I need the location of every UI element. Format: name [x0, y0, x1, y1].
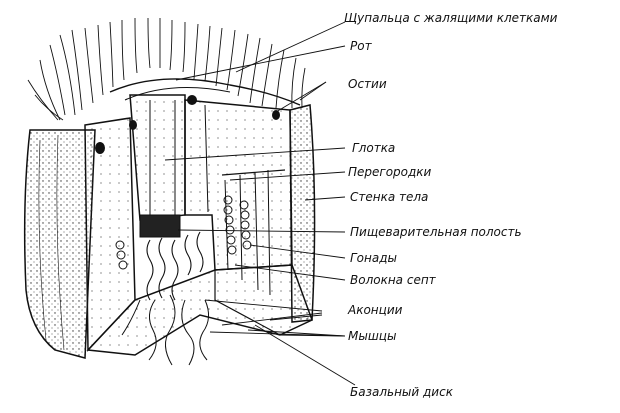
label-septal-filaments: Волокна септ [350, 273, 437, 287]
leader-lines [164, 21, 356, 386]
septal-filaments [146, 231, 204, 301]
gonads [115, 195, 252, 270]
oral-disc [109, 78, 301, 106]
label-mouth: Рот [350, 39, 373, 53]
acontia [121, 294, 209, 366]
pharynx-block [129, 94, 186, 221]
tentacles [27, 17, 306, 121]
body-column-left [23, 129, 96, 359]
label-muscles: Мышцы [348, 329, 396, 343]
label-ostia: Остии [348, 77, 387, 91]
label-gonads: Гонады [350, 251, 397, 265]
label-acontia: Аконции [347, 303, 403, 317]
label-tentacles: Щупальца с жалящими клетками [344, 11, 558, 25]
label-body-wall: Стенка тела [350, 190, 428, 204]
labels: Щупальца с жалящими клетками Рот Остии Г… [344, 11, 558, 399]
label-septa: Перегородки [348, 165, 432, 179]
label-pharynx: Глотка [352, 141, 395, 155]
ostia [95, 95, 280, 154]
label-gastric-cavity: Пищеварительная полость [350, 225, 522, 239]
body-wall-front-right [184, 99, 293, 271]
label-basal-disc: Базальный диск [350, 385, 454, 399]
anemone-illustration [23, 17, 316, 366]
